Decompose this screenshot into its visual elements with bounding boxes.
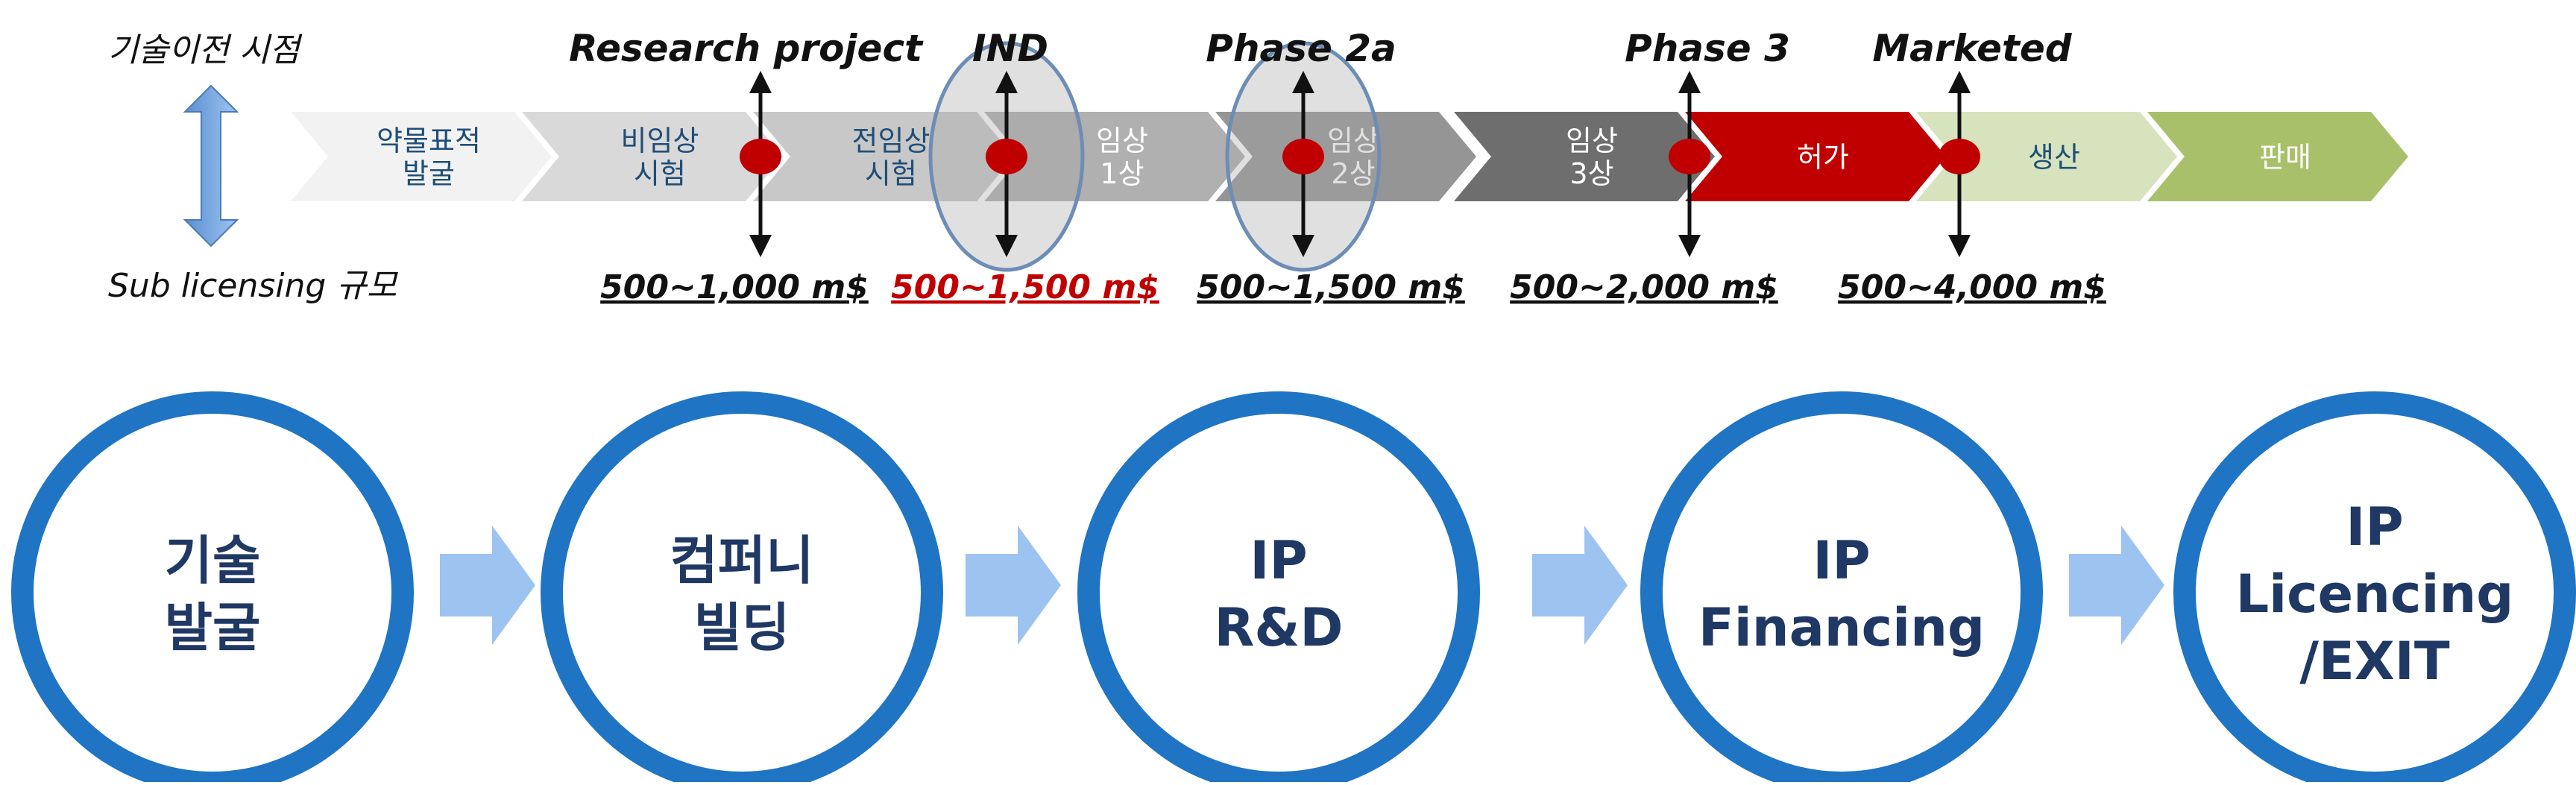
stage-label: 발굴 — [403, 157, 455, 190]
stage-chevron-shape — [1454, 112, 1715, 201]
stage-chevron-shape — [1685, 112, 1946, 201]
transfer-timing-label: 기술이전 시점 — [108, 31, 303, 69]
licensing-value: 500~1,500 m$ — [891, 268, 1159, 306]
process-step: IPR&D — [1077, 391, 1480, 785]
stage-label: 시험 — [865, 157, 917, 190]
process-step-label: 빌딩 — [694, 597, 790, 658]
licensing-value: 500~1,500 m$ — [1197, 268, 1465, 306]
milestone-marker — [1939, 71, 1980, 257]
milestone-marker — [1669, 71, 1710, 257]
process-flow: 기술발굴컴퍼니빌딩IPR&DIPFinancingIPLicencing/EXI… — [11, 391, 2576, 785]
stage-label: 판매 — [2259, 141, 2311, 174]
stage-label: 2상 — [1331, 157, 1375, 190]
process-step-label: IP — [1813, 530, 1870, 591]
flow-arrow-icon — [966, 526, 1061, 645]
milestone-label: Research project — [569, 27, 924, 70]
flow-arrow-icon — [1532, 526, 1628, 645]
stage-label: 약물표적 — [377, 124, 481, 157]
process-step-label: 컴퍼니 — [670, 530, 813, 591]
milestone-dot — [1282, 139, 1324, 174]
stage-chevron-shape — [2147, 112, 2408, 201]
vertical-double-arrow-icon — [183, 84, 239, 248]
milestone-dot — [740, 139, 781, 174]
milestone-labels: Research project IND Phase 2a Phase 3 Market… — [569, 27, 2073, 70]
sub-licensing-scale-label: Sub licensing 규모 — [108, 267, 399, 305]
arrow-down-icon — [1678, 235, 1701, 257]
milestone-label: Phase 3 — [1625, 27, 1790, 70]
stage-label: 임상 — [1327, 124, 1379, 157]
stage-label: 1상 — [1100, 157, 1144, 190]
licensing-value: 500~4,000 m$ — [1838, 268, 2106, 306]
stage-chevron-shape — [753, 112, 1014, 201]
process-circle — [11, 391, 414, 785]
process-circle — [541, 391, 943, 785]
stage-label: 전임상 — [852, 124, 930, 157]
process-step-label: Licencing — [2236, 564, 2514, 625]
licensing-value: 500~1,000 m$ — [600, 268, 869, 306]
milestone-label: Phase 2a — [1206, 27, 1396, 70]
stage-chevron: 판매 — [2147, 112, 2408, 201]
licensing-value: 500~2,000 m$ — [1510, 268, 1778, 306]
process-step-label: IP — [2346, 496, 2403, 558]
process-step-label: 발굴 — [165, 597, 261, 658]
arrow-up-icon — [1292, 71, 1314, 93]
arrow-down-icon — [749, 235, 772, 257]
stage-label: 임상 — [1566, 124, 1618, 157]
process-circle — [1640, 391, 2043, 785]
arrow-up-icon — [1948, 71, 1971, 93]
arrow-up-icon — [995, 71, 1018, 93]
process-step-label: R&D — [1214, 597, 1343, 658]
stage-chevron-shape — [291, 112, 552, 201]
arrow-up-icon — [749, 71, 772, 93]
process-step-label: 기술 — [165, 530, 261, 591]
stage-label: 허가 — [1797, 141, 1849, 174]
stage-chevron-shape — [1916, 112, 2177, 201]
arrow-down-icon — [1292, 235, 1314, 257]
arrow-down-icon — [995, 235, 1018, 257]
stage-chevron-shape — [1215, 112, 1476, 201]
stage-label: 3상 — [1569, 157, 1613, 190]
stage-chevron: 생산 — [1916, 112, 2177, 201]
milestone-markers — [740, 71, 1980, 257]
stage-chevron-shape — [984, 112, 1245, 201]
stage-label: 임상 — [1096, 124, 1148, 157]
milestone-dot — [1939, 139, 1980, 174]
stage-chevron-shape — [522, 112, 783, 201]
stage-chevron: 허가 — [1685, 112, 1946, 201]
stage-label: 생산 — [2028, 141, 2080, 174]
milestone-marker — [986, 71, 1027, 257]
milestone-dot — [986, 139, 1027, 174]
flow-arrow-icon — [2069, 526, 2164, 645]
milestone-label: IND — [972, 27, 1048, 70]
milestone-marker — [740, 71, 781, 257]
process-step-label: /EXIT — [2299, 631, 2449, 692]
milestone-values: 500~1,000 m$ 500~1,500 m$ 500~1,500 m$ 500~… — [600, 268, 2106, 306]
flow-arrow-icon — [440, 526, 535, 645]
milestone-label: Marketed — [1872, 27, 2072, 70]
stage-label: 시험 — [634, 157, 686, 190]
stage-label: 비임상 — [621, 124, 699, 157]
milestone-marker — [1282, 71, 1324, 257]
process-step-label: Financing — [1698, 597, 1985, 658]
milestone-dot — [1669, 139, 1710, 174]
arrow-up-icon — [1678, 71, 1701, 93]
process-step-label: IP — [1250, 530, 1307, 591]
arrow-down-icon — [1948, 235, 1971, 257]
process-circle — [1077, 391, 1480, 785]
